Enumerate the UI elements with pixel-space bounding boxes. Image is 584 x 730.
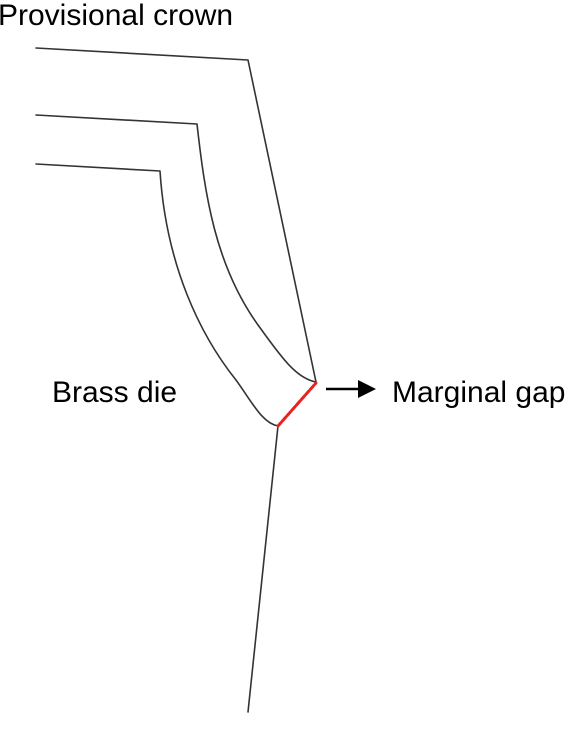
provisional-crown-label: Provisional crown (0, 0, 233, 32)
brass-die-outline (35, 163, 279, 713)
marginal-gap-line (276, 381, 318, 428)
arrow-icon (326, 380, 376, 398)
crown-outer-outline (35, 47, 317, 383)
marginal-gap-label: Marginal gap (392, 376, 565, 409)
brass-die-label: Brass die (52, 376, 177, 409)
crown-inner-outline (35, 114, 317, 383)
